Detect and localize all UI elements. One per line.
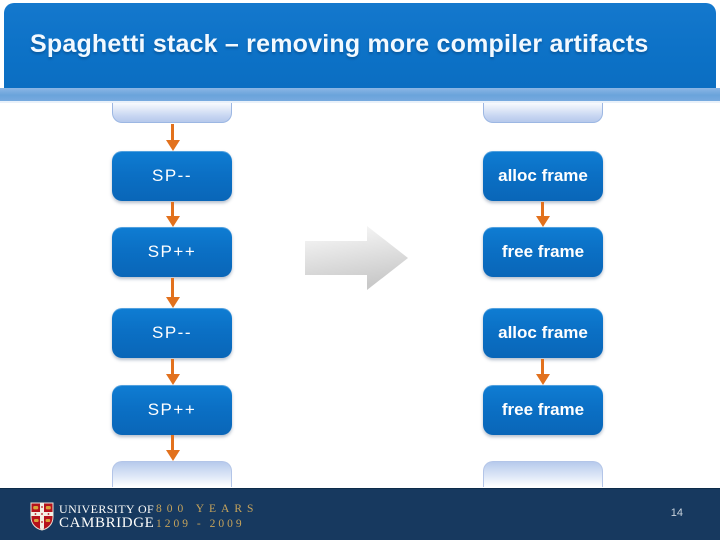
node-label: alloc frame: [498, 166, 588, 185]
arrow-head: [165, 297, 180, 308]
node-label: SP--: [152, 166, 192, 185]
stack-continuation-top-left: [112, 103, 232, 123]
arrow-shaft: [541, 202, 544, 216]
stack-node-sp-inc-2: SP++: [112, 385, 232, 435]
stack-node-alloc-frame-2: alloc frame: [483, 308, 603, 358]
stack-continuation-bottom-right: [483, 461, 603, 487]
university-line2: CAMBRIDGE: [59, 514, 155, 531]
transform-arrow-icon: [305, 226, 408, 290]
stack-node-sp-dec-2: SP--: [112, 308, 232, 358]
title-bar: Spaghetti stack – removing more compiler…: [4, 3, 716, 88]
down-arrow-icon: [165, 124, 180, 151]
stack-continuation-top-right: [483, 103, 603, 123]
node-label: free frame: [501, 400, 585, 419]
stack-node-free-frame-1: free frame: [483, 227, 603, 277]
page-number: 14: [670, 507, 683, 519]
arrow-shaft: [171, 435, 174, 450]
stack-node-sp-inc-1: SP++: [112, 227, 232, 277]
stack-continuation-bottom-left: [112, 461, 232, 487]
stack-node-alloc-frame-1: alloc frame: [483, 151, 603, 201]
down-arrow-icon: [165, 435, 180, 461]
down-arrow-icon: [535, 359, 550, 385]
arrow-head: [535, 374, 550, 385]
university-line1: UNIVERSITY OF: [59, 502, 155, 516]
arrow-shaft: [541, 359, 544, 374]
down-arrow-icon: [165, 278, 180, 308]
accent-strip: [0, 88, 720, 103]
node-label: alloc frame: [498, 323, 588, 342]
down-arrow-icon: [165, 202, 180, 227]
arrow-head: [165, 450, 180, 461]
arrow-head: [535, 216, 550, 227]
slide-title: Spaghetti stack – removing more compiler…: [30, 30, 649, 58]
stack-node-sp-dec-1: SP--: [112, 151, 232, 201]
arrow-shaft: [171, 124, 174, 140]
arrow-head: [165, 216, 180, 227]
node-label: SP--: [152, 323, 192, 342]
anniversary-line2: 1209 - 2009: [156, 517, 245, 530]
node-label: SP++: [147, 242, 197, 261]
node-label: SP++: [147, 400, 197, 419]
down-arrow-icon: [535, 202, 550, 227]
anniversary-line1: 800 YEARS: [156, 503, 259, 515]
down-arrow-icon: [165, 359, 180, 385]
arrow-head: [165, 374, 180, 385]
cambridge-shield-icon: [30, 502, 54, 531]
arrow-shaft: [171, 278, 174, 297]
arrow-shaft: [171, 359, 174, 374]
node-label: free frame: [501, 242, 585, 261]
arrow-shaft: [171, 202, 174, 216]
anniversary-wordmark: 800 YEARS 1209 - 2009: [156, 503, 259, 530]
stack-node-free-frame-2: free frame: [483, 385, 603, 435]
arrow-head: [165, 140, 180, 151]
footer-bar: UNIVERSITY OF CAMBRIDGE 800 YEARS 1209 -…: [0, 488, 720, 540]
university-wordmark: UNIVERSITY OF CAMBRIDGE: [59, 503, 154, 531]
